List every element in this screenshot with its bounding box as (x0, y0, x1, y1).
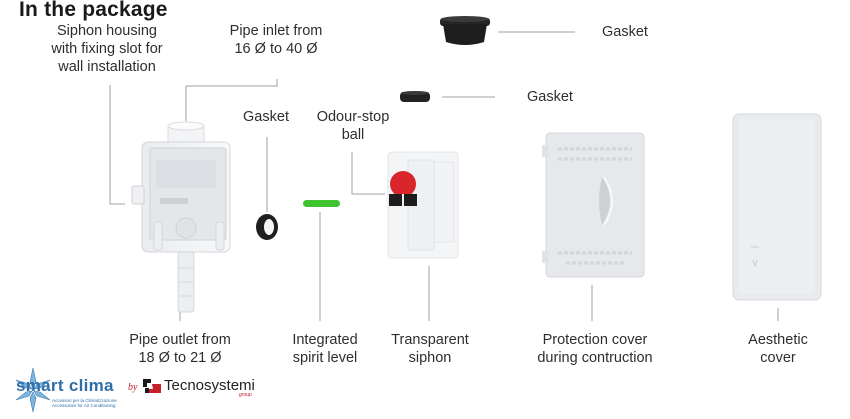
label-line: 18 Ø to 21 Ø (138, 350, 222, 366)
label-line: Siphon housing (57, 23, 157, 39)
smart-clima-tagline-it: Accessori per la Climatizzazione (52, 398, 117, 403)
smart-clima-tagline-en: Accessories for Air Conditioning (52, 403, 116, 408)
leader-odour-stop (351, 152, 385, 195)
smart-clima-name-b: clima (68, 376, 114, 395)
spirit-level-image (303, 200, 340, 207)
label-gasket-top: Gasket (602, 24, 648, 40)
label-line: siphon (408, 350, 452, 366)
smart-clima-logo: smart clima Accessori per la Climatizzaz… (12, 366, 124, 416)
tecnosystemi-logo: Tecnosystemi group (143, 377, 263, 401)
label-spirit-level: Integrated spirit level (275, 331, 375, 367)
tecnosystemi-name: Tecnosystemi (164, 377, 255, 394)
label-aesthetic-cover: Aesthetic cover (730, 331, 826, 367)
label-line: Pipe inlet from (229, 23, 323, 39)
label-line: 16 Ø to 40 Ø (234, 41, 318, 57)
page-title: In the package (19, 0, 168, 21)
label-line: Transparent (391, 332, 469, 348)
label-line: cover (760, 350, 796, 366)
leader-siphon-housing (109, 85, 125, 205)
label-line: Gasket (243, 109, 289, 125)
siphon-housing-image (131, 121, 231, 313)
label-siphon-housing: Siphon housing with fixing slot for wall… (27, 22, 187, 76)
label-line: during contruction (537, 350, 653, 366)
label-line: wall installation (58, 59, 156, 75)
label-line: Protection cover (542, 332, 648, 348)
label-line: Integrated (292, 332, 358, 348)
smart-clima-name-a: smart (16, 376, 64, 395)
leader-pipe-inlet (185, 79, 278, 121)
tecnosystemi-group: group (239, 392, 252, 398)
label-line: with fixing slot for (51, 41, 163, 57)
protection-cover-image (542, 132, 645, 278)
label-line: Aesthetic (748, 332, 808, 348)
label-line: Odour-stop (316, 109, 390, 125)
label-protection-cover: Protection cover during contruction (520, 331, 670, 367)
label-line: spirit level (292, 350, 358, 366)
label-transparent-siphon: Transparent siphon (380, 331, 480, 367)
gasket-cap-image (440, 16, 490, 45)
label-odour-stop: Odour-stop ball (303, 108, 403, 144)
gasket-flat-image (400, 91, 430, 102)
tecnosystemi-mark-icon (143, 379, 161, 393)
snowflake-icon (15, 367, 51, 413)
label-pipe-outlet: Pipe outlet from 18 Ø to 21 Ø (110, 331, 250, 367)
label-pipe-inlet: Pipe inlet from 16 Ø to 40 Ø (210, 22, 342, 58)
label-line: ball (341, 127, 365, 143)
label-line: Pipe outlet from (129, 332, 231, 348)
label-gasket-mid: Gasket (527, 89, 573, 105)
by-text: by (128, 382, 138, 393)
gasket-ring-image (256, 214, 278, 240)
label-gasket-small: Gasket (231, 108, 301, 126)
transparent-siphon-image (387, 151, 459, 259)
aesthetic-cover-image (732, 113, 822, 301)
